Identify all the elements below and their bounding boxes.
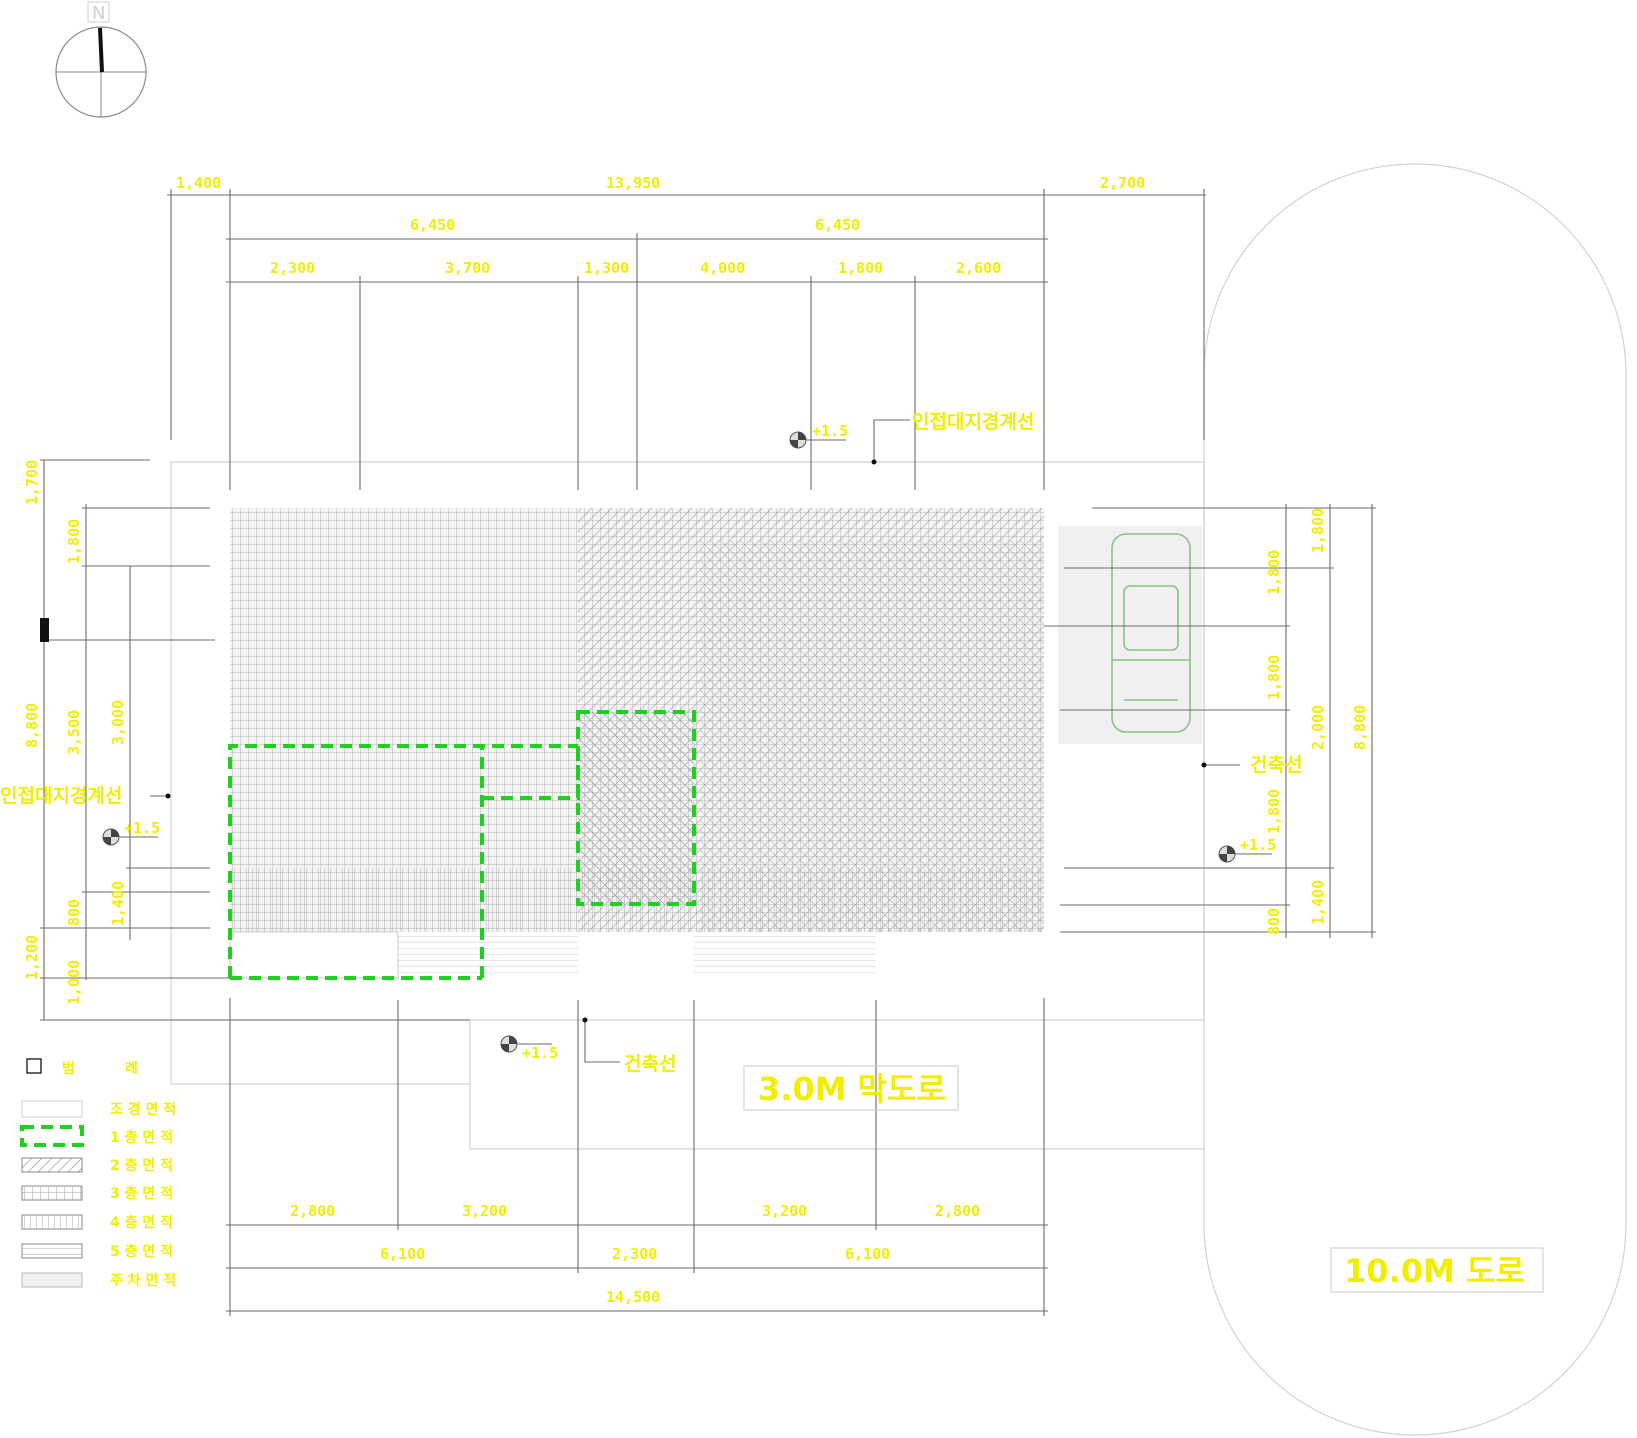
- callouts: 인접대지경계선 인접대지경계선 건축선 건축선 +1.5 +1.5 +1.5: [0, 411, 1302, 1075]
- level-mark-3-label: +1.5: [1240, 836, 1276, 854]
- dim-left-1: 1,700: [23, 460, 41, 505]
- dim-top-detail-1: 2,300: [270, 259, 315, 277]
- level-mark-4: +1.5: [500, 1035, 558, 1062]
- level-mark-2: +1.5: [102, 819, 160, 846]
- narrow-road-outline: [171, 1083, 1204, 1150]
- dim-top-middle-1: 6,450: [410, 216, 455, 234]
- callout-adjacent-boundary-left: 인접대지경계선: [0, 785, 122, 807]
- dim-right-4: 1,800: [1265, 789, 1283, 834]
- dim-right-3: 1,800: [1265, 655, 1283, 700]
- main-road-label: 10.0M 도로: [1344, 1252, 1525, 1290]
- site-boundary: [170, 461, 1205, 1084]
- legend-item-7: 주 차 면 적: [110, 1272, 176, 1289]
- dimension-labels: 1,400 13,950 2,700 6,450 6,450 2,300 3,7…: [23, 174, 1369, 1306]
- level-mark-3: +1.5: [1218, 836, 1276, 863]
- level-mark-2-label: +1.5: [124, 819, 160, 837]
- legend-item-1: 조 경 면 적: [110, 1101, 176, 1118]
- dim-bottom-overall: 14,500: [606, 1288, 660, 1306]
- legend-swatch-floor-4: [21, 1214, 83, 1230]
- legend-header-1: 범: [62, 1061, 75, 1077]
- dim-left-9: 1,000: [65, 960, 83, 1005]
- legend-swatch-floor-2: [21, 1157, 83, 1173]
- level-mark-1-label: +1.5: [812, 422, 848, 440]
- dim-top-detail-6: 2,600: [956, 259, 1001, 277]
- legend-swatch-landscape: [21, 1100, 83, 1118]
- callout-building-line-bottom: 건축선: [624, 1053, 676, 1075]
- legend-item-5: 4 층 면 적: [110, 1214, 173, 1231]
- legend-header-2: 례: [125, 1061, 138, 1077]
- road-labels: 3.0M 막도로 10.0M 도로: [743, 1065, 1544, 1293]
- dim-left-7: 800: [65, 899, 83, 926]
- dim-left-6: 1,400: [109, 881, 127, 926]
- legend-item-6: 5 층 면 적: [110, 1243, 173, 1260]
- dim-bottom-middle-2: 2,300: [612, 1245, 657, 1263]
- building-footprint: [229, 508, 1044, 979]
- dim-bottom-detail-2: 3,200: [462, 1202, 507, 1220]
- dim-right-7: 800: [1265, 908, 1283, 935]
- dimension-lines: [40, 189, 1376, 1316]
- dim-right-6: 8,800: [1351, 705, 1369, 750]
- dim-left-3: 8,800: [23, 703, 41, 748]
- north-needle-icon: [98, 27, 104, 73]
- parking-area: [1058, 526, 1202, 744]
- marker-block: [40, 618, 49, 642]
- north-label: N: [92, 3, 105, 24]
- legend-item-3: 2 층 면 적: [110, 1157, 173, 1174]
- north-arrow: N: [55, 1, 147, 118]
- legend-swatch-parking: [21, 1272, 83, 1288]
- level-mark-1: +1.5: [789, 422, 848, 449]
- level-mark-4-label: +1.5: [522, 1044, 558, 1062]
- legend-swatch-floor-5: [21, 1243, 83, 1259]
- dim-right-2: 1,800: [1265, 550, 1283, 595]
- legend-swatch-floor-1: [20, 1125, 84, 1147]
- car-icon: [1111, 533, 1191, 733]
- legend-item-4: 3 층 면 적: [110, 1185, 173, 1202]
- dim-top-middle-2: 6,450: [815, 216, 860, 234]
- dim-bottom-detail-1: 2,800: [290, 1202, 335, 1220]
- legend-swatch-floor-3: [21, 1185, 83, 1201]
- dim-right-1: 1,800: [1309, 508, 1327, 553]
- dim-top-detail-4: 4,000: [700, 259, 745, 277]
- dim-left-8: 1,200: [23, 935, 41, 980]
- dim-left-4: 3,500: [65, 710, 83, 755]
- dim-bottom-middle-1: 6,100: [380, 1245, 425, 1263]
- dim-top-overall-2: 13,950: [606, 174, 660, 192]
- dim-bottom-middle-3: 6,100: [845, 1245, 890, 1263]
- dim-top-overall-3: 2,700: [1100, 174, 1145, 192]
- dim-left-2: 1,800: [65, 519, 83, 564]
- dim-top-detail-5: 1,800: [838, 259, 883, 277]
- callout-adjacent-boundary-top: 인접대지경계선: [912, 411, 1034, 433]
- first-floor-outline: [228, 710, 696, 980]
- dim-top-detail-3: 1,300: [584, 259, 629, 277]
- dim-top-overall-1: 1,400: [176, 174, 221, 192]
- dim-bottom-detail-4: 2,800: [935, 1202, 980, 1220]
- callout-building-line-right: 건축선: [1250, 754, 1302, 776]
- legend-bullet-icon: [26, 1058, 42, 1074]
- dim-top-detail-2: 3,700: [445, 259, 490, 277]
- legend: 범 례 조 경 면 적 1 층 면 적 2 층 면 적 3 층 면 적 4 층 …: [20, 1058, 176, 1289]
- dim-bottom-detail-3: 3,200: [762, 1202, 807, 1220]
- dim-left-5: 3,000: [109, 700, 127, 745]
- dim-right-8: 1,400: [1309, 880, 1327, 925]
- legend-item-2: 1 층 면 적: [110, 1129, 173, 1146]
- narrow-road-label: 3.0M 막도로: [758, 1070, 946, 1108]
- dim-right-5: 2,000: [1309, 705, 1327, 750]
